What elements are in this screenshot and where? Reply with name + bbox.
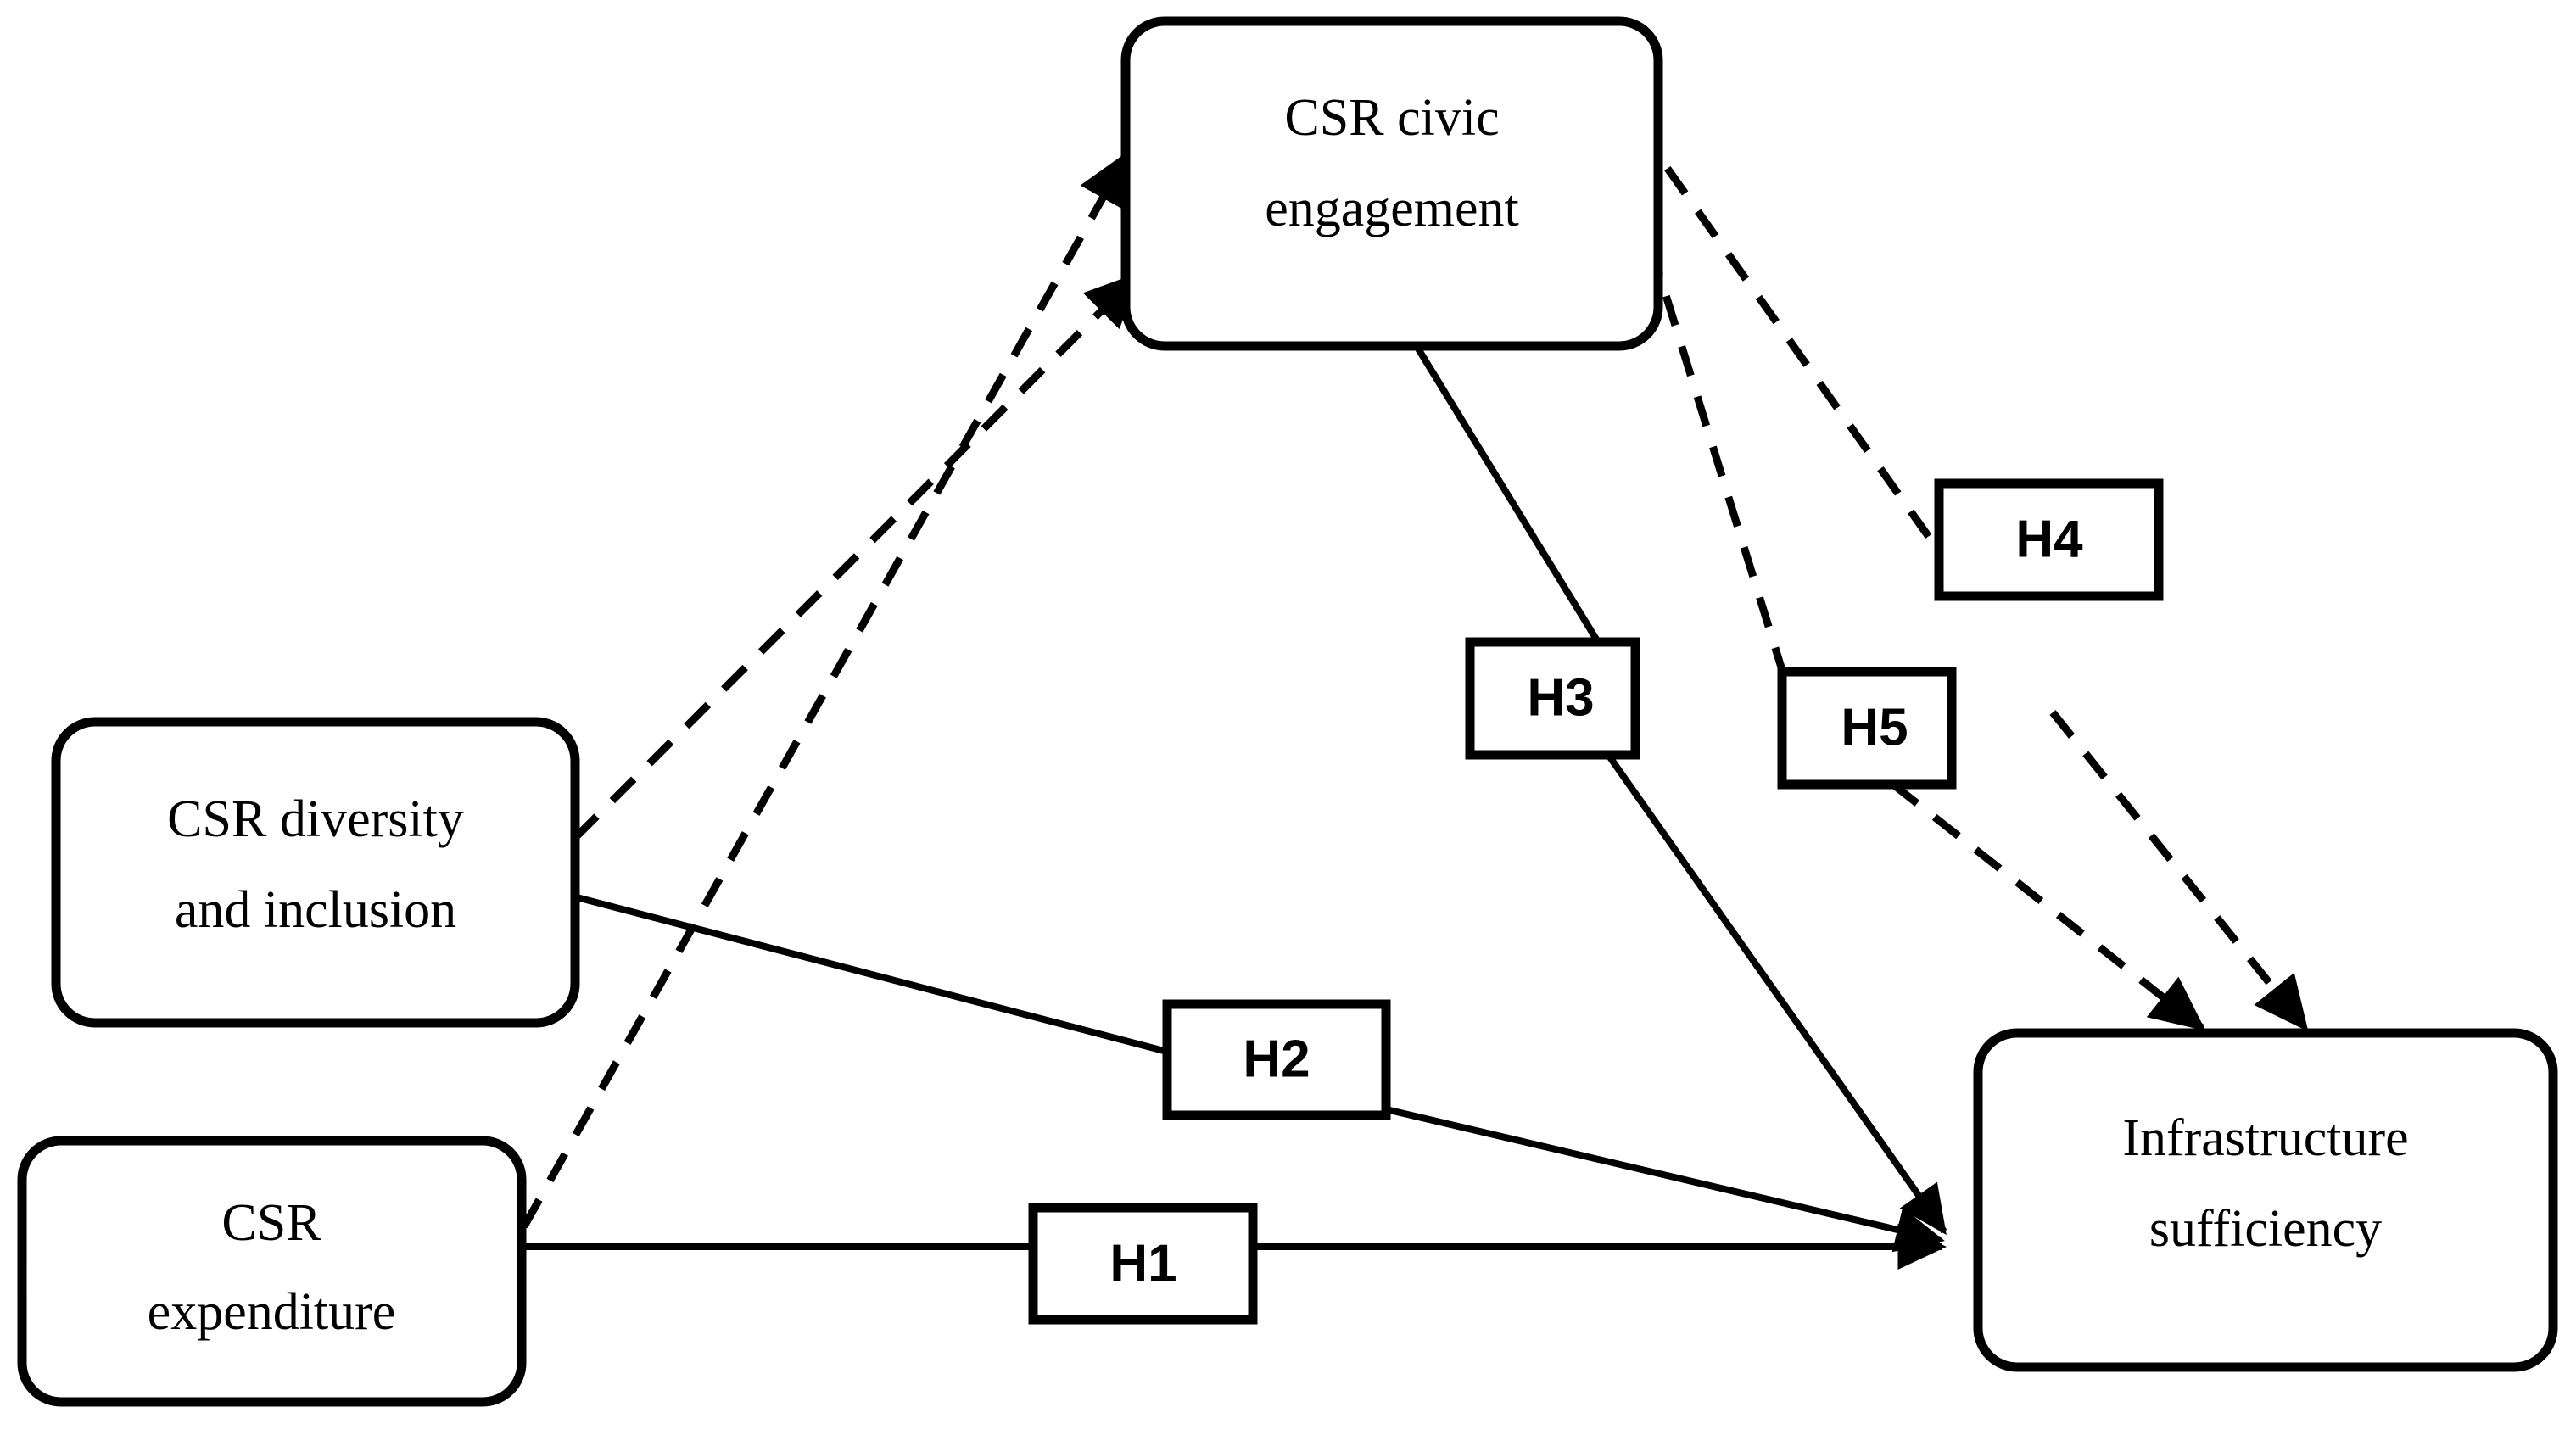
hypothesis-box-h5-rect[interactable] [1777,667,1957,790]
node-infrastructure-sufficiency[interactable]: Infrastructure sufficiency [1973,1028,2558,1372]
edge-h4-expenditure-via-civic-to-infrastructure [521,123,2309,1229]
hypothesis-box-h3-rect[interactable] [1465,637,1640,760]
hypothesis-box-h2-label: H2 [1243,1030,1310,1088]
node-csr-diversity-inclusion-label-line1: CSR diversity [167,790,464,848]
hypothesis-box-h4-label: H4 [2015,510,2083,568]
node-csr-diversity-inclusion[interactable]: CSR diversity and inclusion [51,717,580,1028]
edge-h5-diversity-via-civic-to-infrastructure [572,244,2206,1031]
hypothesis-box-h4-rect[interactable] [1934,478,2164,601]
node-csr-expenditure-label-line2: expenditure [148,1283,396,1341]
node-csr-diversity-inclusion-label-line2: and inclusion [175,881,456,939]
hypothesis-box-h2-rect[interactable] [1162,999,1391,1120]
node-infrastructure-sufficiency-label-line1: Infrastructure [2122,1109,2408,1167]
edge-h2-diversity-to-infrastructure [572,893,1945,1253]
node-csr-civic-engagement[interactable]: CSR civic engagement [1120,16,1663,351]
node-csr-expenditure-label-line1: CSR [221,1194,321,1252]
node-csr-civic-engagement-label-line1: CSR civic [1284,89,1499,147]
hypothesis-box-h5-label: H5 [1841,698,1908,757]
node-csr-diversity-inclusion-box[interactable] [51,717,580,1028]
hypothesis-box-h3[interactable]: H3 [1465,637,1640,760]
node-infrastructure-sufficiency-label-line2: sufficiency [2149,1200,2382,1258]
node-csr-civic-engagement-label-line2: engagement [1265,180,1519,237]
hypothesis-box-h1-label: H1 [1109,1234,1176,1293]
hypothesis-box-h5[interactable]: H5 [1777,667,1957,790]
hypothesis-box-h3-label: H3 [1527,668,1594,727]
node-csr-expenditure[interactable]: CSR expenditure [17,1136,527,1407]
node-csr-expenditure-box[interactable] [17,1136,527,1407]
hypothesis-box-h2[interactable]: H2 [1162,999,1391,1120]
hypothesis-box-h1[interactable]: H1 [1028,1203,1258,1325]
hypothesis-box-h1-rect[interactable] [1028,1203,1258,1325]
node-infrastructure-sufficiency-box[interactable] [1973,1028,2558,1372]
hypothesis-box-h4[interactable]: H4 [1934,478,2164,601]
edge-h3-civic-to-infrastructure [1413,343,1947,1236]
node-csr-civic-engagement-box[interactable] [1120,16,1663,351]
